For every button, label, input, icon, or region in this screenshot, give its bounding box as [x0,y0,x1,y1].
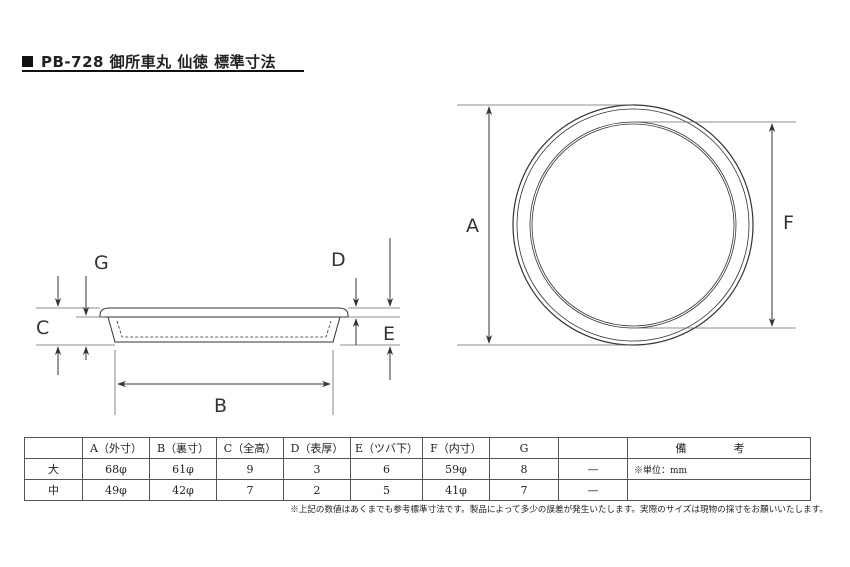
inner-circle-1 [529,121,737,329]
table-cell: 49φ [82,479,150,501]
top-extension-lines [457,104,796,346]
notes-cell-empty [627,479,811,501]
top-dimension-arrows [485,106,776,344]
row-label: 大 [24,458,83,480]
dimension-drawing: G C D E B A F [36,104,796,417]
square-bullet-icon [22,56,33,67]
inner-dashed-line [116,320,332,338]
spec-table: A（外寸） B（裏寸） C（全高） D（表厚） E（ツバ下） F（内寸） G 備… [24,437,811,501]
table-cell: 59φ [422,458,490,480]
header-cell: C（全高） [216,437,284,459]
outer-rim-circle [512,104,754,346]
top-view [512,104,754,346]
header-cell [24,437,83,459]
table-cell: 41φ [422,479,490,501]
table-cell: 42φ [149,479,217,501]
notes-header-cell: 備 考 [627,437,811,459]
header-cell: D（表厚） [283,437,351,459]
table-cell: — [558,479,628,501]
table-cell: 7 [216,479,284,501]
header-cell: B（裏寸） [149,437,217,459]
table-header-row: A（外寸） B（裏寸） C（全高） D（表厚） E（ツバ下） F（内寸） G 備… [24,437,811,459]
label-c: C [36,317,49,339]
title-underline [22,70,304,72]
notes-cell: ※単位：mm [627,458,811,480]
rim-outline [99,307,349,318]
outer-rim-inner-circle [516,108,750,342]
table-cell: 3 [283,458,351,480]
dimension-arrows [54,238,394,388]
inner-circle-2 [531,123,735,327]
header-cell: A（外寸） [82,437,150,459]
table-cell: 8 [489,458,559,480]
table-row: 大 68φ 61φ 9 3 6 59φ 8 — ※単位：mm [24,458,811,480]
extension-lines [36,307,400,415]
header-cell [558,437,628,459]
table-cell: 61φ [149,458,217,480]
row-label: 中 [24,479,83,501]
label-e: E [383,323,395,345]
table-cell: — [558,458,628,480]
table-cell: 2 [283,479,351,501]
body-outline [107,316,341,343]
label-f: F [783,212,794,234]
table-cell: 68φ [82,458,150,480]
table-cell: 6 [350,458,423,480]
page-title-text: PB-728 御所車丸 仙徳 標準寸法 [41,53,277,71]
table-cell: 5 [350,479,423,501]
table-cell: 7 [489,479,559,501]
label-a: A [466,215,479,237]
page-title: PB-728 御所車丸 仙徳 標準寸法 [22,51,276,72]
header-cell: G [489,437,559,459]
header-cell: E（ツバ下） [350,437,423,459]
footnote: ※上記の数値はあくまでも参考標準寸法です。製品によって多少の誤差が発生いたします… [290,505,828,515]
label-g: G [94,252,109,274]
label-b: B [214,395,227,417]
table-row: 中 49φ 42φ 7 2 5 41φ 7 — [24,479,811,501]
table-cell: 9 [216,458,284,480]
header-cell: F（内寸） [422,437,490,459]
label-d: D [331,249,346,271]
side-profile [99,307,349,343]
